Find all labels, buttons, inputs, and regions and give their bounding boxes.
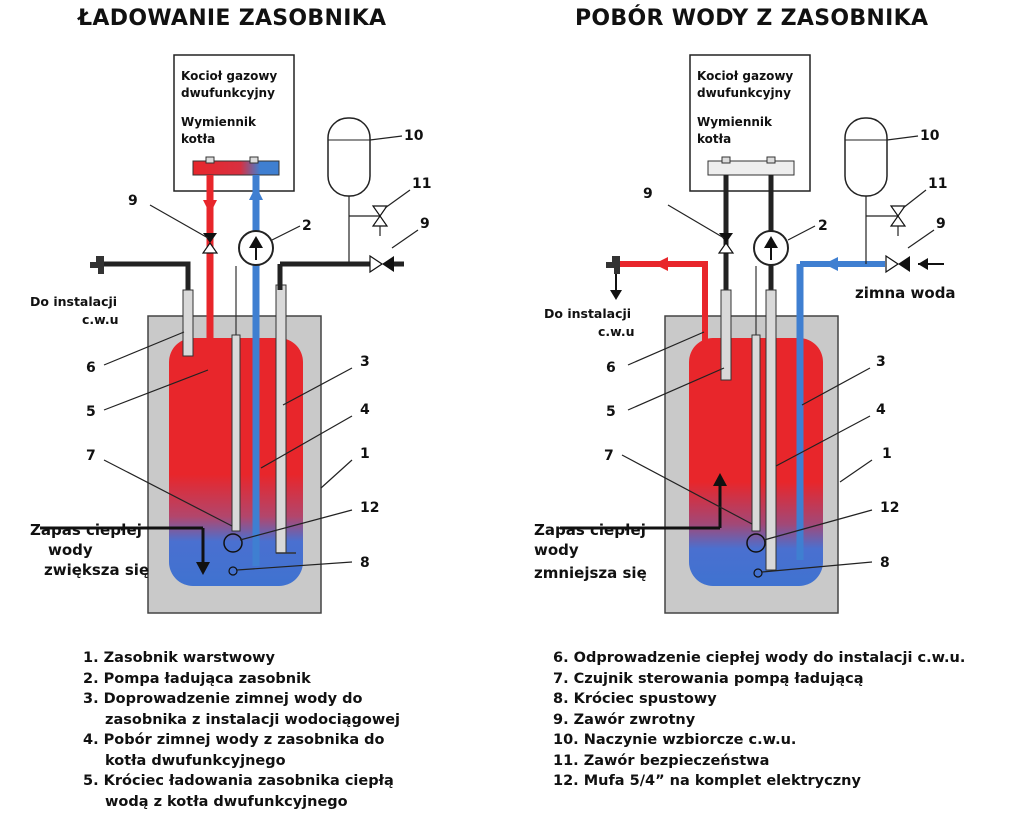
left-callout-6: 6 — [86, 360, 96, 376]
left-callout-11: 11 — [412, 176, 431, 192]
right-expansion-vessel — [844, 117, 888, 197]
legend-item: 2. Pompa ładująca zasobnik — [83, 670, 311, 687]
left-callout-7: 7 — [86, 448, 96, 464]
right-callout-6: 6 — [606, 360, 616, 376]
left-expansion-vessel — [327, 117, 371, 197]
left-diagram: Kocioł gazowy dwufunkcyjny Wymiennik kot… — [30, 54, 431, 614]
legend-item: 7. Czujnik sterowania pompą ładującą — [553, 670, 864, 687]
legend-item: zasobnika z instalacji wodociągowej — [105, 711, 401, 728]
legend-item: 1. Zasobnik warstwowy — [83, 650, 275, 666]
right-callout-8: 8 — [880, 555, 890, 571]
legend-item: 6. Odprowadzenie ciepłej wody do instala… — [553, 650, 966, 666]
legend-item: 3. Doprowadzenie zimnej wody do — [83, 691, 363, 707]
left-callout-10: 10 — [404, 128, 424, 144]
left-callout-1: 1 — [360, 446, 370, 462]
left-callout-8: 8 — [360, 555, 370, 571]
left-reserve-label-2: wody — [48, 541, 93, 559]
right-reserve-label-1: Zapas ciepłej — [534, 521, 646, 539]
left-callout-4: 4 — [360, 402, 370, 418]
right-callout-11: 11 — [928, 176, 947, 192]
legend-item: 12. Mufa 5/4” na komplet elektryczny — [553, 773, 861, 789]
right-callout-4: 4 — [876, 402, 886, 418]
left-boiler-label-2: dwufunkcyjny — [181, 86, 275, 100]
right-callout-9a: 9 — [643, 186, 653, 202]
left-diagram-title: ŁADOWANIE ZASOBNIKA — [78, 6, 387, 31]
legend-item: 5. Króciec ładowania zasobnika ciepłą — [83, 773, 394, 789]
right-callout-3: 3 — [876, 354, 886, 370]
right-callout-12: 12 — [880, 500, 899, 516]
right-callout-1: 1 — [882, 446, 892, 462]
legend-left: 1. Zasobnik warstwowy 2. Pompa ładująca … — [83, 648, 400, 812]
right-boiler-label-1: Kocioł gazowy — [697, 69, 793, 83]
legend-right: 6. Odprowadzenie ciepłej wody do instala… — [553, 648, 965, 792]
left-callout-12: 12 — [360, 500, 379, 516]
right-cold-water-label: zimna woda — [855, 284, 956, 302]
left-reserve-label-3: zwiększa się — [44, 561, 149, 579]
left-callout-9b: 9 — [420, 216, 430, 232]
left-boiler-label-1: Kocioł gazowy — [181, 69, 277, 83]
right-reserve-label-2: wody — [534, 541, 579, 559]
right-callout-5: 5 — [606, 404, 616, 420]
legend-item: 11. Zawór bezpieczeństwa — [553, 752, 770, 769]
left-reserve-label-1: Zapas ciepłej — [30, 521, 142, 539]
legend-item: 8. Króciec spustowy — [553, 691, 717, 707]
right-exchanger-label-2: kotła — [697, 132, 731, 146]
right-callout-7: 7 — [604, 448, 614, 464]
right-diagram: Kocioł gazowy dwufunkcyjny Wymiennik kot… — [534, 54, 956, 614]
left-exchanger-label-1: Wymiennik — [181, 115, 257, 129]
left-outlet-label-2: c.w.u — [82, 312, 119, 327]
left-callout-3: 3 — [360, 354, 370, 370]
legend-item: 9. Zawór zwrotny — [553, 711, 696, 728]
legend-item: kotła dwufunkcyjnego — [105, 752, 286, 769]
right-reserve-label-3: zmniejsza się — [534, 564, 647, 582]
right-callout-9b: 9 — [936, 216, 946, 232]
right-outlet-label-2: c.w.u — [598, 324, 635, 339]
right-exchanger-label-1: Wymiennik — [697, 115, 773, 129]
left-heat-exchanger — [192, 160, 280, 176]
left-callout-5: 5 — [86, 404, 96, 420]
right-diagram-title: POBÓR WODY Z ZASOBNIKA — [575, 6, 929, 31]
left-outlet-label-1: Do instalacji — [30, 294, 117, 309]
left-exchanger-label-2: kotła — [181, 132, 215, 146]
legend-item: wodą z kotła dwufunkcyjnego — [105, 793, 348, 810]
legend-item: 4. Pobór zimnej wody z zasobnika do — [83, 732, 385, 748]
right-boiler-label-2: dwufunkcyjny — [697, 86, 791, 100]
right-heat-exchanger — [707, 160, 795, 176]
left-callout-2: 2 — [302, 218, 312, 234]
legend-item: 10. Naczynie wzbiorcze c.w.u. — [553, 732, 797, 748]
left-callout-9a: 9 — [128, 193, 138, 209]
right-callout-10: 10 — [920, 128, 940, 144]
right-outlet-label-1: Do instalacji — [544, 306, 631, 321]
right-callout-2: 2 — [818, 218, 828, 234]
